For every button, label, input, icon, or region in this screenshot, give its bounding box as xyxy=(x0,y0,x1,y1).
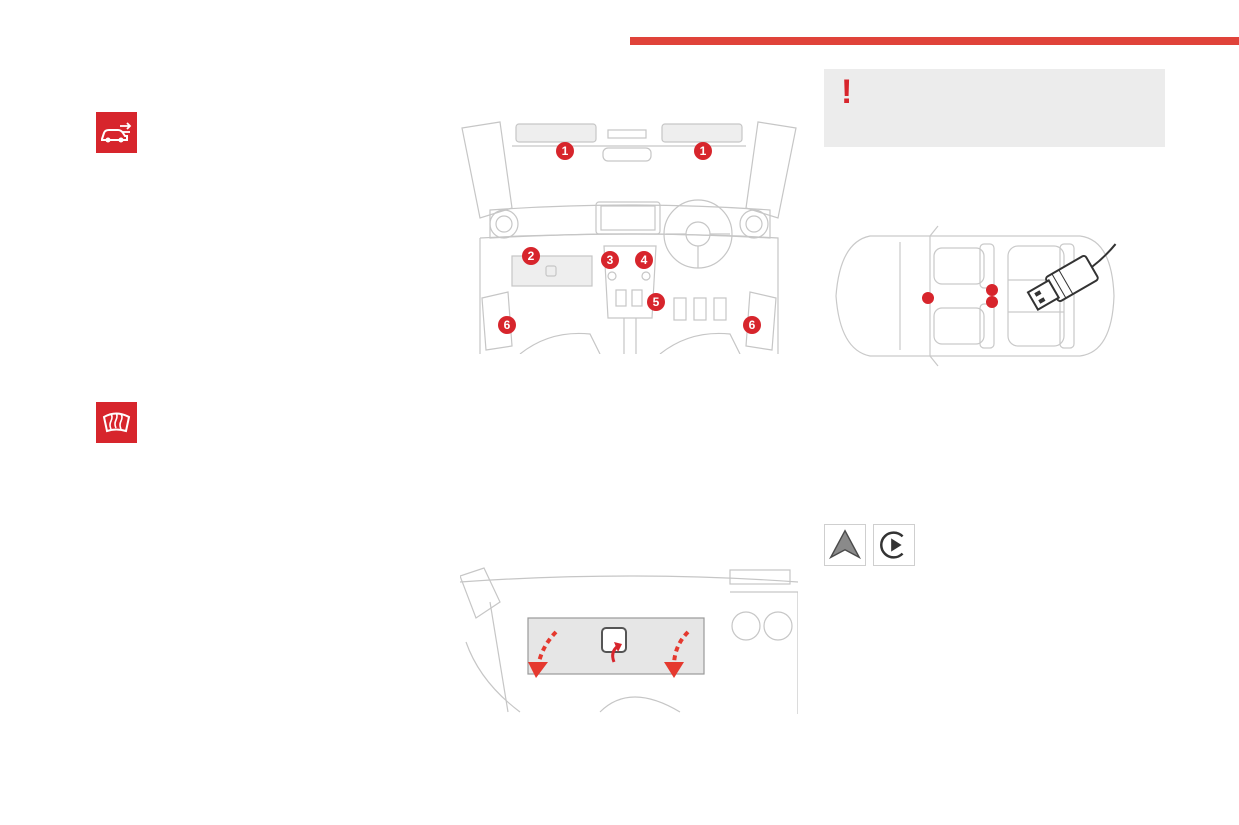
dashboard-interior-illustration: 1 1 2 3 4 5 6 6 xyxy=(460,118,798,354)
glovebox-opening-illustration xyxy=(460,562,798,714)
callout-number: 6 xyxy=(504,318,511,332)
usb-port-marker xyxy=(922,292,934,304)
callout-6-right: 6 xyxy=(743,316,761,334)
header-rule xyxy=(630,37,1239,45)
open-arrow-right-icon xyxy=(672,630,690,667)
android-auto-icon xyxy=(824,524,866,566)
callout-number: 6 xyxy=(749,318,756,332)
open-arrow-left-icon xyxy=(536,630,558,667)
callout-6-left: 6 xyxy=(498,316,516,334)
callout-1-right: 1 xyxy=(694,142,712,160)
callout-2: 2 xyxy=(522,247,540,265)
callout-number: 1 xyxy=(700,144,707,158)
car-usb-icon xyxy=(96,112,137,153)
callout-4: 4 xyxy=(635,251,653,269)
carplay-icon xyxy=(873,524,915,566)
warning-panel: ! xyxy=(824,69,1165,147)
callout-number: 4 xyxy=(641,253,648,267)
callout-number: 3 xyxy=(607,253,614,267)
callout-number: 5 xyxy=(653,295,660,309)
callout-number: 1 xyxy=(562,144,569,158)
warning-exclamation-icon: ! xyxy=(841,73,853,111)
callout-1-left: 1 xyxy=(556,142,574,160)
callout-5: 5 xyxy=(647,293,665,311)
callout-markers: 1 1 2 3 4 5 6 6 xyxy=(498,142,761,334)
usb-plug-icon xyxy=(1026,243,1117,312)
usb-port-marker xyxy=(986,284,998,296)
car-usb-ports-illustration xyxy=(830,222,1150,370)
callout-number: 2 xyxy=(528,249,535,263)
usb-port-marker xyxy=(986,296,998,308)
front-demist-icon xyxy=(96,402,137,443)
callout-3: 3 xyxy=(601,251,619,269)
